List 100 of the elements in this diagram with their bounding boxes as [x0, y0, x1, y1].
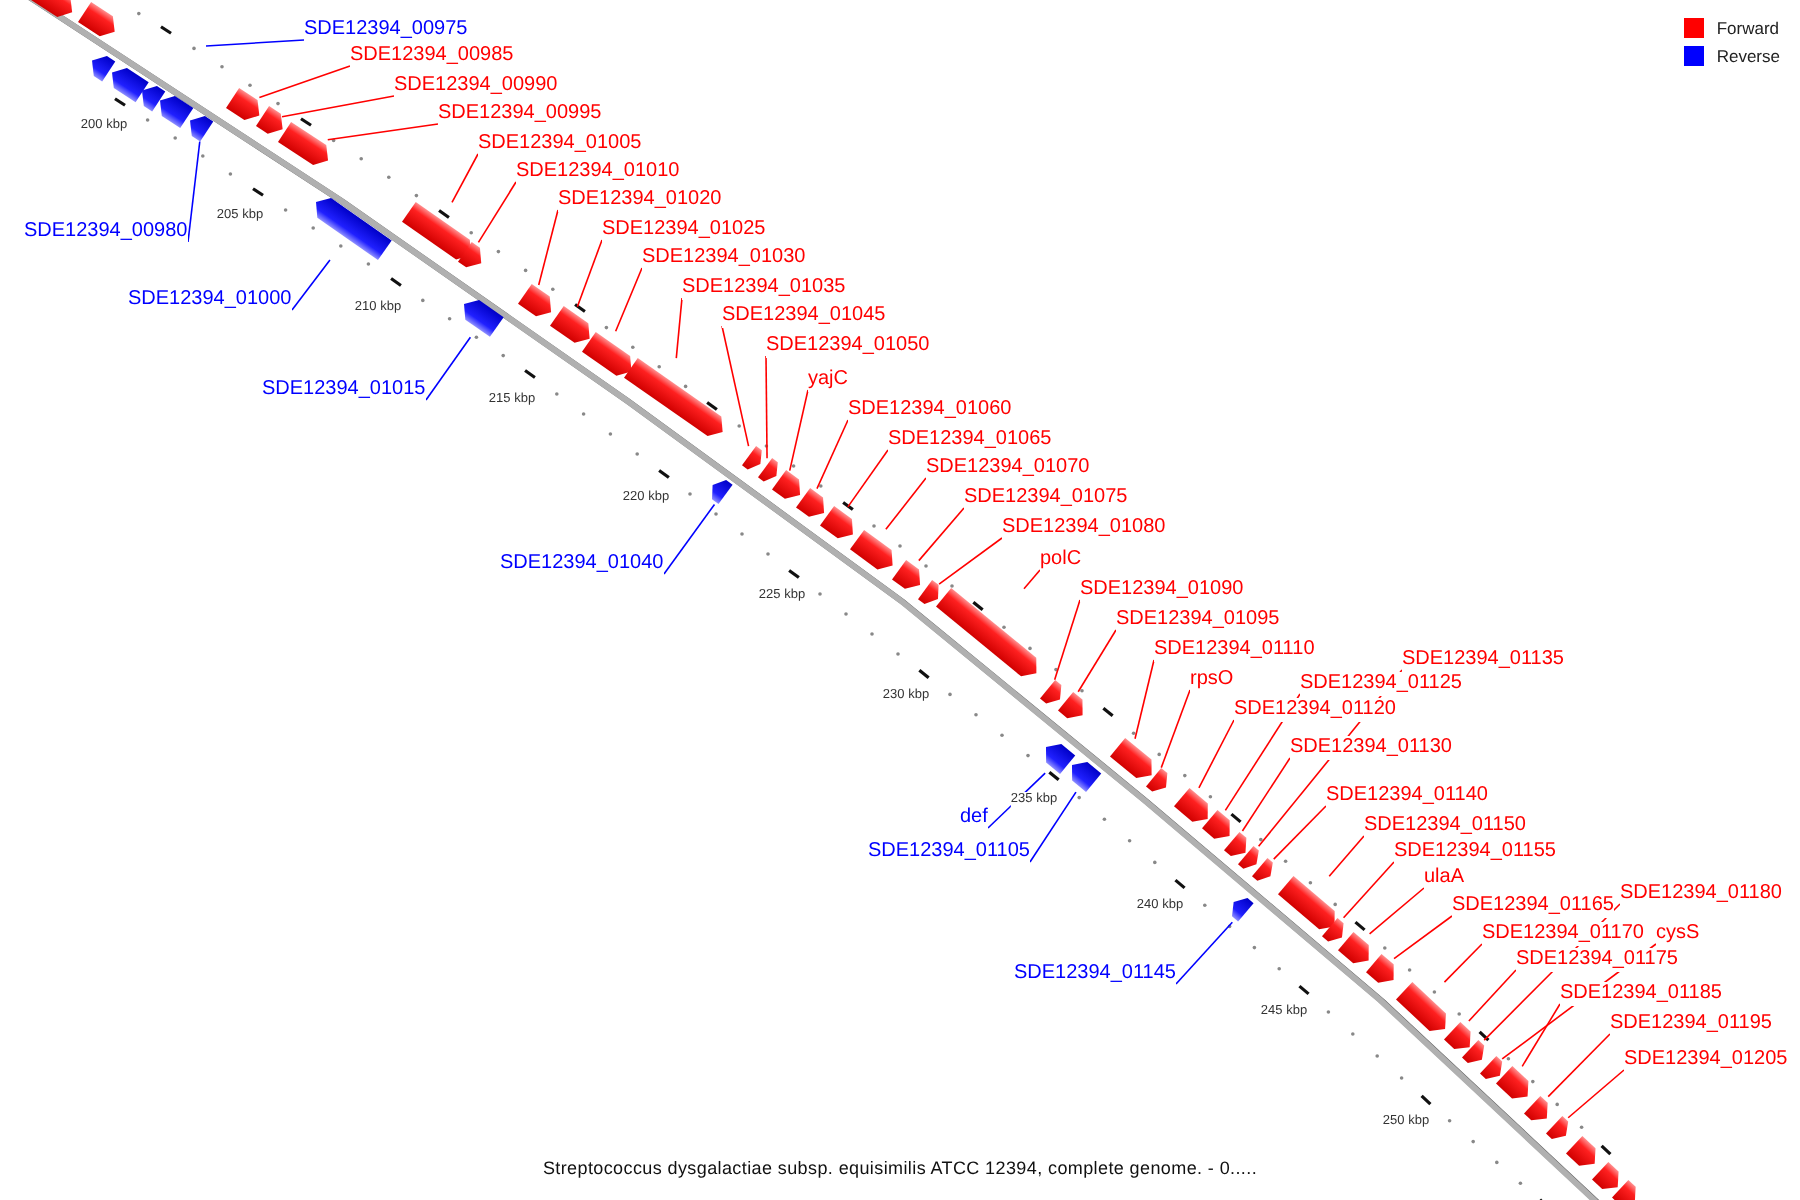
gene-label: def — [960, 806, 988, 830]
leader-line — [1521, 1003, 1561, 1068]
gene-label: ulaA — [1424, 866, 1465, 890]
gene-block — [401, 202, 472, 260]
leader-line — [258, 65, 351, 99]
gene-label: SDE12394_01060 — [848, 398, 1012, 422]
gene-block — [1479, 1055, 1503, 1079]
leader-line — [847, 449, 889, 508]
gene-label: SDE12394_01195 — [1610, 1012, 1772, 1036]
leader-line — [721, 325, 750, 447]
gene-label: SDE12394_01170 — [1482, 922, 1644, 946]
gene-block — [1202, 810, 1231, 840]
gene-block — [1277, 876, 1335, 930]
leader-line — [205, 39, 305, 47]
leader-line — [1272, 805, 1327, 860]
gene-label: SDE12394_01045 — [722, 304, 886, 328]
gene-block — [918, 579, 940, 604]
leader-line — [187, 140, 201, 243]
gene-block — [1322, 917, 1344, 942]
leader-line — [885, 477, 927, 531]
gene-block — [91, 55, 115, 82]
leader-line — [918, 507, 965, 562]
gene-label: SDE12394_01095 — [1116, 608, 1280, 632]
gene-label: SDE12394_01165 — [1452, 894, 1614, 918]
gene-block — [796, 488, 825, 518]
gene-block — [518, 284, 552, 318]
leader-line — [537, 209, 559, 286]
gene-block — [189, 115, 213, 142]
gene-label: SDE12394_01155 — [1394, 840, 1556, 864]
gene-label: SDE12394_01015 — [262, 378, 426, 402]
gene-label: SDE12394_01105 — [868, 840, 1030, 864]
gene-block — [1173, 787, 1208, 822]
leader-line — [326, 123, 439, 141]
gene-label: SDE12394_01065 — [888, 428, 1052, 452]
gene-label: SDE12394_01120 — [1234, 698, 1396, 722]
gene-block — [315, 197, 392, 260]
leader-line — [1342, 861, 1395, 919]
gene-block — [78, 2, 116, 37]
gene-block — [772, 470, 801, 500]
gene-block — [741, 446, 762, 470]
leader-line — [663, 503, 716, 575]
gene-block — [1612, 1180, 1637, 1200]
gene-label: SDE12394_01145 — [1014, 962, 1176, 986]
gene-block — [757, 458, 778, 482]
gene-label: SDE12394_01175 — [1516, 948, 1678, 972]
gene-label: SDE12394_01025 — [602, 218, 766, 242]
leader-line — [1198, 719, 1235, 789]
gene-block — [277, 121, 328, 165]
gene-label: SDE12394_01010 — [516, 160, 680, 184]
gene-block — [1071, 762, 1101, 793]
gene-block — [1545, 1115, 1569, 1139]
gene-block — [1045, 744, 1075, 775]
leader-line — [1023, 569, 1041, 590]
gene-label: SDE12394_01110 — [1154, 638, 1315, 662]
gene-block — [255, 105, 282, 134]
gene-block — [712, 480, 734, 505]
gene-block — [160, 96, 194, 129]
leader-line — [1468, 969, 1517, 1022]
gene-label: SDE12394_01070 — [926, 456, 1090, 480]
gene-block — [1443, 1021, 1470, 1049]
gene-block — [1057, 691, 1083, 718]
gene-block — [1223, 831, 1246, 856]
leader-line — [1241, 757, 1291, 832]
gene-label: SDE12394_01150 — [1364, 814, 1526, 838]
gene-block — [141, 85, 165, 112]
leader-line — [281, 95, 395, 118]
leader-line — [1134, 659, 1155, 740]
gene-block — [581, 331, 632, 375]
gene-block — [1109, 738, 1151, 779]
gene-block — [1252, 858, 1274, 882]
gene-label: SDE12394_01080 — [1002, 516, 1166, 540]
gene-label: SDE12394_01090 — [1080, 578, 1244, 602]
gene-block — [1238, 846, 1260, 870]
leader-line — [477, 181, 517, 244]
gene-label: SDE12394_01035 — [682, 276, 846, 300]
leader-line — [1393, 915, 1453, 960]
leader-line — [576, 239, 603, 308]
gene-block — [1232, 898, 1254, 923]
gene-label: SDE12394_01185 — [1560, 982, 1722, 1006]
gene-block — [892, 560, 921, 590]
gene-label: SDE12394_01000 — [128, 288, 292, 312]
legend-label: Forward — [1716, 18, 1780, 38]
legend-label: Reverse — [1716, 46, 1780, 66]
gene-block — [1338, 931, 1370, 963]
gene-block — [112, 67, 150, 102]
leader-line — [788, 389, 809, 472]
leader-line — [1547, 1033, 1611, 1098]
gene-block — [1040, 679, 1062, 704]
gene-label: SDE12394_00980 — [24, 220, 188, 244]
gene-label: yajC — [808, 368, 849, 392]
gene-label: SDE12394_01205 — [1624, 1048, 1788, 1072]
leader-line — [291, 259, 331, 311]
gene-label: SDE12394_01030 — [642, 246, 806, 270]
leader-line — [1175, 921, 1234, 985]
gene-block — [458, 242, 483, 268]
leader-line — [816, 419, 849, 490]
gene-block — [623, 358, 722, 437]
gene-block — [820, 506, 853, 540]
gene-block — [849, 529, 892, 569]
leader-line — [765, 355, 768, 459]
